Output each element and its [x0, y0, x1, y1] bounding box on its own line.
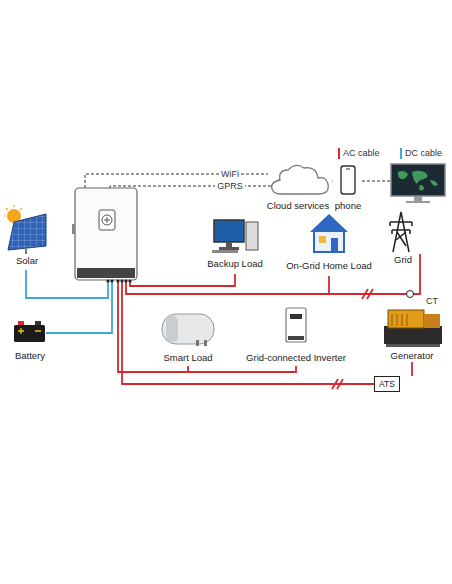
node-label: Battery: [8, 350, 52, 362]
node-label: Backup Load: [205, 258, 265, 270]
grid-node: Grid: [382, 210, 424, 266]
home-load-node: On-Grid Home Load: [284, 212, 374, 272]
water-heater-icon: [162, 314, 214, 346]
comm-label: GPRS: [215, 181, 245, 192]
node-label: Solar: [2, 255, 52, 267]
node-label: phone: [333, 200, 364, 212]
node-label: On-Grid Home Load: [284, 260, 374, 272]
ct-clamp: [407, 291, 414, 298]
solar-panel: [4, 205, 46, 254]
solar-node: Solar: [2, 203, 52, 267]
comm-label: WiFi: [219, 169, 241, 180]
backup-load-node: Backup Load: [205, 214, 265, 270]
ats-box: ATS: [374, 376, 400, 392]
hybrid-inverter: [72, 188, 137, 283]
cloud-icon: [272, 165, 329, 194]
node-label: Generator: [380, 350, 444, 362]
computer-icon: [212, 220, 258, 253]
node-label: ATS: [375, 378, 399, 390]
node-label: Grid: [382, 254, 424, 266]
ac-connector: [411, 362, 413, 376]
grid-inverter-node: Grid-connected Inverter: [244, 302, 348, 364]
pylon-icon: [390, 212, 412, 252]
phone-icon: [341, 166, 355, 194]
smart-load-node: Smart Load: [150, 306, 226, 364]
node-label: Cloud services: [264, 200, 332, 212]
comm-link: [332, 181, 334, 182]
house-icon: [310, 214, 348, 252]
string-inverter-icon: [286, 308, 306, 342]
battery-icon: [14, 321, 45, 342]
legend-text: AC cable: [343, 148, 380, 159]
legend-swatch: [338, 148, 340, 159]
battery-node: Battery: [8, 320, 52, 362]
node-label: Smart Load: [150, 352, 226, 364]
cloud-node: Cloud services: [264, 162, 332, 212]
node-label: Grid-connected Inverter: [244, 352, 348, 364]
ct-label: CT: [424, 296, 440, 307]
phone-node: phone: [333, 162, 364, 212]
legend-swatch: [400, 148, 402, 159]
generator-icon: [384, 310, 442, 347]
generator-node: Generator: [380, 302, 444, 362]
legend-text: DC cable: [405, 148, 442, 159]
ac-cable: [118, 254, 420, 389]
monitor-icon: [391, 164, 445, 203]
